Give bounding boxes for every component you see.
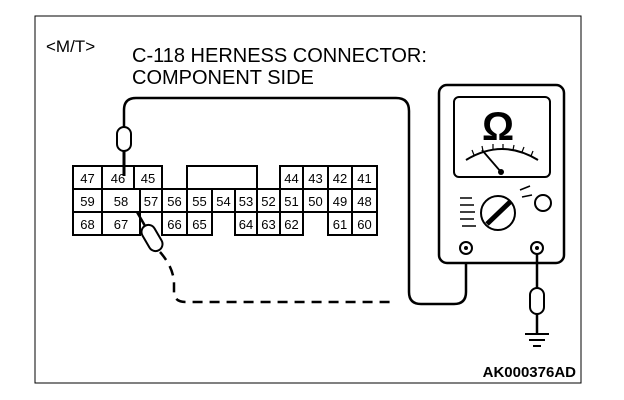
pin-41: 41	[351, 165, 378, 190]
pin-59: 59	[72, 188, 103, 213]
pin-label: 65	[192, 217, 206, 232]
pin-53: 53	[234, 188, 258, 213]
figure-code: AK000376AD	[483, 364, 577, 381]
pin-52: 52	[256, 188, 281, 213]
ground-lead	[529, 254, 545, 334]
pin-58: 58	[101, 188, 141, 213]
connector-lock-tab	[186, 165, 258, 190]
pin-label: 64	[239, 217, 253, 232]
pin-label: 43	[308, 171, 322, 186]
figure-frame	[34, 15, 582, 384]
pin-label: 68	[80, 217, 94, 232]
pin-55: 55	[186, 188, 213, 213]
probe-icon	[135, 211, 164, 253]
pin-label: 50	[308, 194, 322, 209]
pin-label: 62	[284, 217, 298, 232]
solid-test-lead	[122, 96, 468, 306]
pin-label: 54	[216, 194, 230, 209]
pin-label: 58	[114, 194, 128, 209]
variant-tag: <M/T>	[46, 37, 95, 56]
pin-66: 66	[161, 211, 188, 236]
pin-label: 52	[261, 194, 275, 209]
title-line-1: C-118 HERNESS CONNECTOR:	[132, 45, 427, 67]
pin-61: 61	[327, 211, 353, 236]
pin-label: 42	[333, 171, 347, 186]
pin-label: 60	[357, 217, 371, 232]
pin-60: 60	[351, 211, 378, 236]
ground-icon	[525, 333, 549, 347]
pin-label: 61	[333, 217, 347, 232]
meter-adjust-knob	[534, 194, 552, 212]
pin-42: 42	[327, 165, 353, 190]
ohmmeter-icon: Ω	[437, 83, 566, 265]
pin-64: 64	[234, 211, 258, 236]
pin-label: 46	[111, 171, 125, 186]
probe-icon	[116, 126, 132, 176]
harness-connector: 47 46 45 44 43 42 41 59 58 57 56 55 54 53 52 51 50 49 48 68…	[72, 165, 378, 236]
pin-48: 48	[351, 188, 378, 213]
pin-label: 57	[144, 194, 158, 209]
pin-label: 45	[141, 171, 155, 186]
pin-68: 68	[72, 211, 103, 236]
pin-label: 44	[284, 171, 298, 186]
pin-56: 56	[161, 188, 188, 213]
pin-47: 47	[72, 165, 103, 190]
pin-65: 65	[186, 211, 213, 236]
pin-label: 47	[80, 171, 94, 186]
pin-label: 51	[284, 194, 298, 209]
meter-display	[453, 96, 551, 178]
pin-label: 53	[239, 194, 253, 209]
selector-dial-icon	[460, 185, 533, 231]
meter-needle	[481, 149, 502, 173]
pin-49: 49	[327, 188, 353, 213]
pin-43: 43	[302, 165, 329, 190]
pin-44: 44	[279, 165, 304, 190]
title-line-2: COMPONENT SIDE	[132, 67, 314, 89]
pin-45: 45	[133, 165, 163, 190]
pin-label: 48	[357, 194, 371, 209]
pin-67: 67	[101, 211, 141, 236]
pin-57: 57	[139, 188, 163, 213]
dashed-test-lead	[159, 251, 390, 304]
pin-label: 59	[80, 194, 94, 209]
meter-scale	[465, 148, 539, 161]
pin-label: 49	[333, 194, 347, 209]
pin-63: 63	[256, 211, 281, 236]
pin-label: 67	[114, 217, 128, 232]
pin-label: 41	[357, 171, 371, 186]
pin-label: 63	[261, 217, 275, 232]
probe-icon	[529, 287, 545, 315]
pin-62: 62	[279, 211, 304, 236]
pin-51: 51	[279, 188, 304, 213]
pin-54: 54	[211, 188, 236, 213]
pin-label: 56	[167, 194, 181, 209]
meter-symbol: Ω	[482, 105, 514, 149]
pin-label: 55	[192, 194, 206, 209]
pin-46: 46	[101, 165, 135, 190]
pin-label: 66	[167, 217, 181, 232]
pin-50: 50	[302, 188, 329, 213]
